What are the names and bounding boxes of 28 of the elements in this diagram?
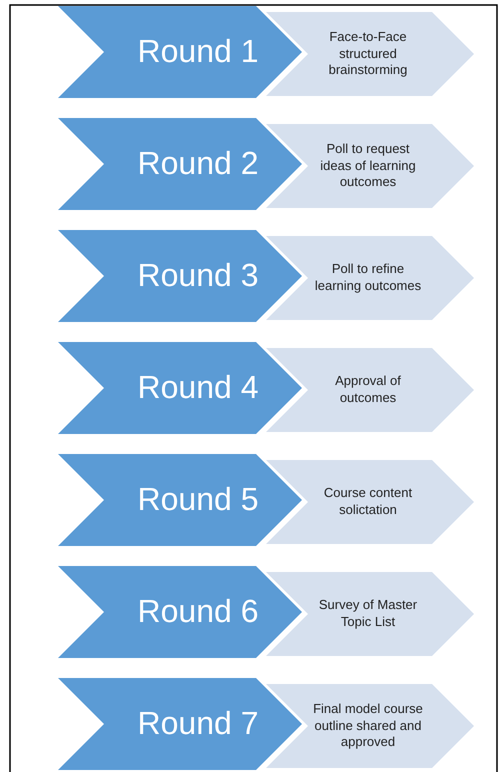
step-description: Face-to-Face structured brainstorming — [328, 28, 408, 80]
round-panel — [58, 566, 302, 658]
step-panel — [266, 572, 474, 656]
round-panel — [58, 678, 302, 770]
step-description: Approval of outcomes — [334, 373, 402, 407]
round-label: Round 1 — [138, 32, 258, 72]
step-panel — [266, 236, 474, 320]
round-panel — [58, 230, 302, 322]
round-panel — [58, 342, 302, 434]
step-description: Final model course outline shared and approved — [312, 700, 424, 752]
step-panel — [266, 124, 474, 208]
step-description: Poll to refine learning outcomes — [314, 261, 422, 295]
step-panel — [266, 348, 474, 432]
round-label: Round 5 — [138, 480, 258, 520]
step-description: Course content solictation — [322, 485, 414, 519]
step-description: Poll to request ideas of learning outcomes — [319, 140, 417, 192]
step-panel — [266, 460, 474, 544]
round-label: Round 7 — [138, 704, 258, 744]
round-panel — [58, 454, 302, 546]
round-label: Round 6 — [138, 592, 258, 632]
round-label: Round 3 — [138, 256, 258, 296]
round-panel — [58, 118, 302, 210]
step-panel — [266, 684, 474, 768]
round-label: Round 4 — [138, 368, 258, 408]
round-label: Round 2 — [138, 144, 258, 184]
round-panel — [58, 6, 302, 98]
step-description: Survey of Master Topic List — [318, 597, 418, 631]
step-panel — [266, 12, 474, 96]
